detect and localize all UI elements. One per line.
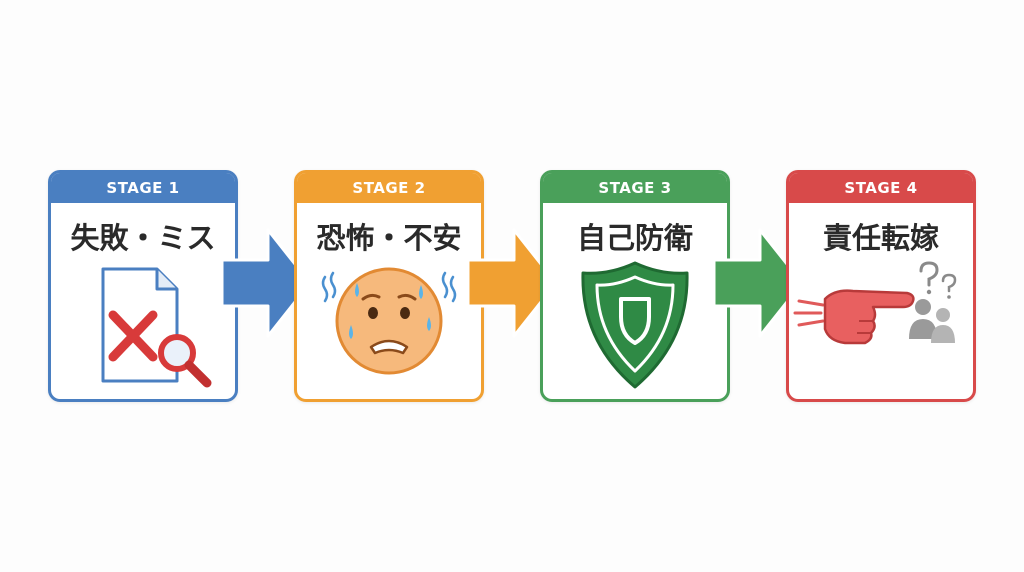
shield-icon (543, 255, 727, 395)
pointing-hand-blame-icon (789, 255, 973, 395)
anxious-face-icon (297, 255, 481, 395)
stage-4-label: STAGE 4 (789, 173, 973, 203)
arrow-stage-2-to-3 (466, 226, 558, 340)
stage-2-title: 恐怖・不安 (316, 221, 462, 255)
document-error-magnifier-icon (51, 255, 235, 395)
stage-1-card: STAGE 1 失敗・ミス (48, 170, 238, 402)
stage-3-card: STAGE 3 自己防衛 (540, 170, 730, 402)
stage-4-card: STAGE 4 責任転嫁 (786, 170, 976, 402)
stage-3-title: 自己防衛 (576, 221, 693, 255)
stage-4-title: 責任転嫁 (822, 221, 939, 255)
arrow-stage-3-to-4 (712, 226, 804, 340)
stage-1-label: STAGE 1 (51, 173, 235, 203)
arrow-stage-1-to-2 (220, 226, 312, 340)
stage-2-card: STAGE 2 恐怖・不安 (294, 170, 484, 402)
stage-3-label: STAGE 3 (543, 173, 727, 203)
stage-2-label: STAGE 2 (297, 173, 481, 203)
stage-1-title: 失敗・ミス (70, 221, 216, 255)
